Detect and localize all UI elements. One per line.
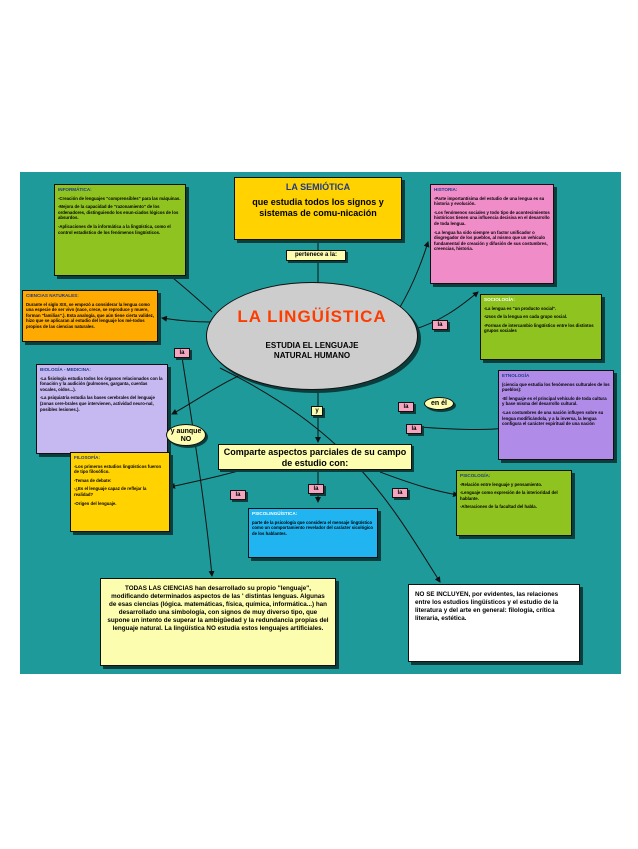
concept-map: LA SEMIÓTICA que estudia todos los signo…: [20, 172, 621, 674]
filosofia-box: FILOSOFÍA: -Los primeros estudios lingüí…: [70, 452, 170, 532]
psicolinguistica-line: parte de la psicología que considera el …: [252, 519, 374, 536]
link-to-sociologia: [411, 291, 479, 331]
sociologia-line: -Usos de la lengua en cada grupo social.: [484, 314, 568, 320]
la-tag: la: [398, 402, 414, 412]
etnologia-head: ETNOLOGÍA: [502, 373, 530, 378]
sociologia-line: -Formas de intercambio lingüístico entre…: [484, 322, 594, 334]
no-incluyen-text: NO SE INCLUYEN, por evidentes, las relac…: [415, 591, 559, 622]
psicolinguistica-head: PSICOLINGÜÍSTICA:: [252, 511, 298, 516]
link-to-historia: [399, 241, 430, 308]
filosofia-line: -Los primeros estudios lingüísticos fuer…: [74, 463, 162, 475]
filosofia-line: -Temas de debate:: [74, 477, 112, 483]
psicologia-line: -Lenguaje como expresión de la interiori…: [460, 490, 558, 501]
filosofia-head: FILOSOFÍA:: [74, 455, 101, 460]
naturales-box: CIENCIAS NATURALES: Durante el siglo XIX…: [22, 290, 158, 342]
link-to-psicologia: [379, 471, 459, 498]
naturales-line: Durante el siglo XIX, se empezó a consid…: [26, 301, 155, 329]
semiotica-body: que estudia todos los signos y sistemas …: [252, 197, 384, 218]
historia-line: -Los fenómenos sociales y todo tipo de a…: [434, 209, 550, 226]
etnologia-box: ETNOLOGÍA (ciencia que estudia los fenóm…: [498, 370, 614, 460]
historia-line: -Parte importantísima del estudio de una…: [434, 195, 545, 207]
linguistica-title: LA LINGÜÍSTICA: [237, 307, 387, 326]
y-label: y: [311, 406, 323, 416]
la-tag: la: [432, 320, 448, 330]
todas-ciencias-box: TODAS LAS CIENCIAS han desarrollado su p…: [100, 578, 336, 666]
etnologia-line: (ciencia que estudia los fenómenos cultu…: [502, 381, 610, 393]
sociologia-head: SOCIOLOGÍA:: [484, 297, 515, 302]
filosofia-line: -¿Es el lenguaje capaz de reflejar la re…: [74, 486, 147, 497]
pertenece-label: pertenece a la:: [286, 250, 346, 261]
la-tag: la: [308, 484, 324, 494]
sociologia-box: SOCIOLOGÍA: -La lengua es "un producto s…: [480, 294, 602, 360]
biologia-line: -La fisiología estudia todos los órganos…: [40, 375, 163, 392]
informatica-line: -Mejora de la capacidad de "razonamiento…: [58, 204, 179, 221]
etnologia-line: -Las costumbres de una nación influyen s…: [502, 409, 604, 427]
link-to-etnologia: [419, 425, 507, 432]
linguistica-subtitle: ESTUDIA EL LENGUAJE NATURAL HUMANO: [265, 341, 359, 360]
psicologia-line: -Relación entre lenguaje y pensamiento.: [460, 481, 543, 487]
link-to-todas: [181, 356, 215, 577]
psicologia-box: PSICOLOGÍA: -Relación entre lenguaje y p…: [456, 470, 572, 536]
la-tag: la: [406, 424, 422, 434]
informatica-head: INFORMÁTICA:: [58, 187, 92, 192]
psicologia-line: -Alteraciones de la facultad del habla.: [460, 504, 537, 510]
en-el-label: en él: [424, 397, 454, 410]
link-to-informatica: [167, 273, 213, 313]
psicologia-head: PSICOLOGÍA:: [460, 473, 491, 478]
biologia-head: BIOLOGÍA - MEDICINA:: [40, 367, 91, 372]
la-tag: la: [230, 490, 246, 500]
semiotica-box: LA SEMIÓTICA que estudia todos los signo…: [234, 177, 402, 240]
linguistica-oval: LA LINGÜÍSTICA ESTUDIA EL LENGUAJE NATUR…: [206, 282, 418, 390]
semiotica-title: LA SEMIÓTICA: [285, 182, 351, 192]
historia-box: HISTORIA: -Parte importantísima del estu…: [430, 184, 554, 284]
la-tag: la: [392, 488, 408, 498]
comparte-box: Comparte aspectos parciales de su campo …: [218, 444, 412, 470]
link-to-naturales: [161, 315, 211, 323]
historia-line: -La lengua ha sido siempre un factor uni…: [434, 229, 548, 252]
no-incluyen-box: NO SE INCLUYEN, por evidentes, las relac…: [408, 584, 580, 662]
biologia-box: BIOLOGÍA - MEDICINA: -La fisiología estu…: [36, 364, 168, 454]
filosofia-line: -Origen del lenguaje.: [74, 500, 117, 506]
historia-head: HISTORIA:: [434, 187, 458, 192]
informatica-box: INFORMÁTICA: -Creación de lenguajes "com…: [54, 184, 186, 276]
informatica-line: -Creación de lenguajes "comprensibles" p…: [58, 195, 181, 201]
sociologia-line: -La lengua es "un producto social".: [484, 305, 557, 311]
biologia-line: -La psiquiatría estudia las bases cerebr…: [40, 395, 155, 412]
etnologia-line: -El lenguaje es el principal vehículo de…: [502, 395, 607, 407]
psicolinguistica-box: PSICOLINGÜÍSTICA: parte de la psicología…: [248, 508, 378, 558]
todas-ciencias-text: TODAS LAS CIENCIAS han desarrollado su p…: [107, 585, 329, 632]
y-aunque-no-label: y aunque NO: [166, 424, 206, 446]
naturales-head: CIENCIAS NATURALES:: [26, 293, 79, 298]
informatica-line: -Aplicaciones de la informática a la lin…: [58, 223, 171, 235]
la-tag: la: [174, 348, 190, 358]
